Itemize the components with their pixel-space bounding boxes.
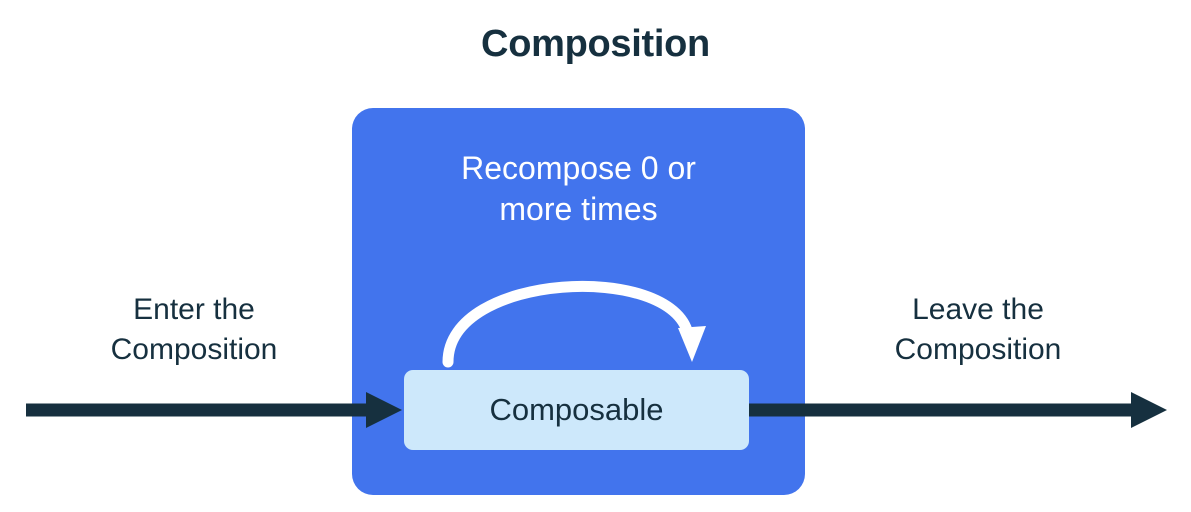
enter-composition-caption: Enter the Composition [44,290,344,370]
page-title: Composition [481,23,710,65]
leave-caption-line-1: Leave the [912,293,1044,326]
composable-node [404,370,749,450]
leave-composition-caption: Leave the Composition [828,290,1128,370]
leave-caption-line-2: Composition [894,333,1062,366]
arrow-right-icon-leave [749,392,1167,428]
curved-loop-arrow-icon [442,280,706,368]
arrow-right-icon-enter [26,392,402,428]
recompose-label-line-2: more times [499,191,658,227]
recompose-label: Recompose 0 or more times [352,148,805,230]
recompose-label-line-1: Recompose 0 or [461,150,696,186]
enter-caption-line-1: Enter the [133,293,255,326]
enter-caption-line-2: Composition [110,333,278,366]
composable-label: Composable [489,392,664,427]
